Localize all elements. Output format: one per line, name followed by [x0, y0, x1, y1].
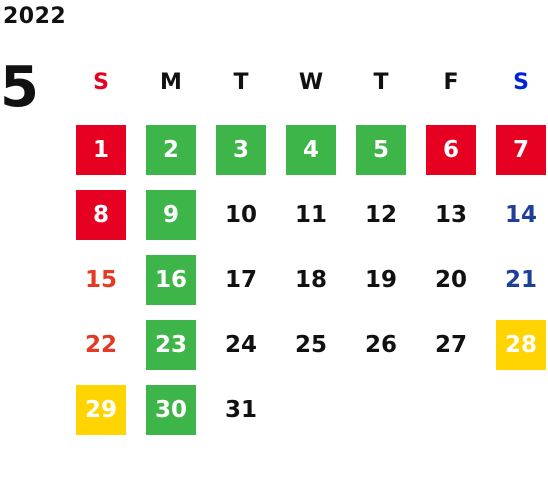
day-cell[interactable]: 1 [76, 125, 126, 175]
weekday-header: T [373, 70, 389, 95]
day-cell[interactable]: 5 [356, 125, 406, 175]
weekday-header: W [298, 70, 324, 95]
day-cell[interactable]: 14 [504, 202, 537, 228]
day-cell[interactable]: 22 [84, 332, 117, 358]
day-cell[interactable]: 3 [216, 125, 266, 175]
day-cell[interactable]: 19 [364, 267, 397, 293]
day-cell[interactable]: 13 [434, 202, 467, 228]
day-cell[interactable]: 9 [146, 190, 196, 240]
weekday-header: M [160, 70, 182, 95]
day-cell[interactable]: 15 [84, 267, 117, 293]
day-cell[interactable]: 28 [496, 320, 546, 370]
day-cell[interactable]: 24 [224, 332, 257, 358]
day-cell[interactable]: 2 [146, 125, 196, 175]
day-cell[interactable]: 17 [224, 267, 257, 293]
calendar-month: 5 [0, 55, 39, 120]
weekday-header: S [513, 70, 529, 95]
day-cell[interactable]: 16 [146, 255, 196, 305]
day-cell[interactable]: 29 [76, 385, 126, 435]
day-cell[interactable]: 30 [146, 385, 196, 435]
day-cell[interactable]: 25 [294, 332, 327, 358]
day-cell[interactable]: 6 [426, 125, 476, 175]
weekday-header: F [443, 70, 459, 95]
calendar-year: 2022 [3, 4, 67, 29]
day-cell[interactable]: 7 [496, 125, 546, 175]
day-cell[interactable]: 8 [76, 190, 126, 240]
day-cell[interactable]: 4 [286, 125, 336, 175]
day-cell[interactable]: 21 [504, 267, 537, 293]
day-cell[interactable]: 27 [434, 332, 467, 358]
day-cell[interactable]: 23 [146, 320, 196, 370]
day-cell[interactable]: 31 [224, 397, 257, 423]
day-cell[interactable]: 26 [364, 332, 397, 358]
day-cell[interactable]: 18 [294, 267, 327, 293]
day-cell[interactable]: 10 [224, 202, 257, 228]
day-cell[interactable]: 20 [434, 267, 467, 293]
day-cell[interactable]: 12 [364, 202, 397, 228]
day-cell[interactable]: 11 [294, 202, 327, 228]
weekday-header: T [233, 70, 249, 95]
weekday-header: S [93, 70, 109, 95]
